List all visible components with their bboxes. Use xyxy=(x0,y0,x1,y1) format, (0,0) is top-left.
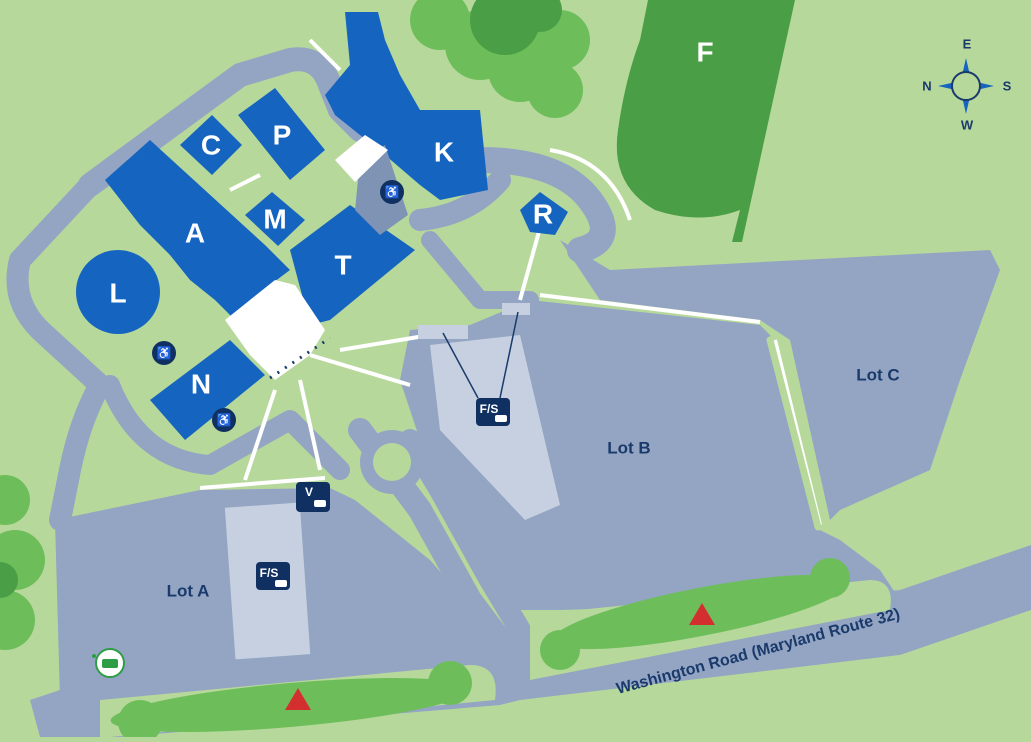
accessible-parking-icon: ♿ xyxy=(380,180,404,204)
lot-a-label: Lot A xyxy=(167,582,210,601)
compass-rose: E W N S xyxy=(922,37,1011,133)
building-label-m: M xyxy=(263,204,286,235)
svg-text:♿: ♿ xyxy=(385,185,400,199)
lot-b-label: Lot B xyxy=(607,439,650,458)
faculty-staff-parking-icon: F/S xyxy=(256,562,290,590)
triangle-marker-icon xyxy=(689,603,715,625)
tree-cluster-top xyxy=(410,0,590,118)
lot-c-pavement[interactable] xyxy=(560,240,1000,520)
svg-text:♿: ♿ xyxy=(217,413,232,427)
building-label-t: T xyxy=(334,250,351,281)
building-r[interactable] xyxy=(520,192,568,235)
building-t[interactable] xyxy=(290,205,415,325)
campus-roads xyxy=(6,47,616,652)
accessible-parking-icon: ♿ xyxy=(152,341,176,365)
building-n[interactable] xyxy=(150,340,265,440)
central-plaza xyxy=(225,280,325,380)
buildings xyxy=(76,12,568,440)
lot-c-divider xyxy=(766,336,822,531)
building-label-c: C xyxy=(201,130,221,161)
compass-e: E xyxy=(963,37,972,52)
plaza-near-k xyxy=(335,135,388,182)
visitor-parking-icon: V xyxy=(296,482,330,512)
svg-text:♿: ♿ xyxy=(157,346,172,360)
faculty-staff-parking-icon: F/S xyxy=(476,398,510,426)
compass-w: W xyxy=(961,118,974,133)
tree-cluster-left xyxy=(0,475,45,650)
visitor-label: V xyxy=(305,485,313,499)
building-label-l: L xyxy=(109,278,126,309)
field-label: F xyxy=(696,37,713,68)
lot-b-island xyxy=(430,335,560,520)
building-label-a: A xyxy=(185,218,205,249)
accessible-parking-icon: ♿ xyxy=(212,408,236,432)
fs-label: F/S xyxy=(480,402,499,416)
fs-label: F/S xyxy=(260,566,279,580)
lot-b-dropoff xyxy=(418,325,468,339)
compass-s: S xyxy=(1003,79,1012,94)
building-p[interactable] xyxy=(238,88,325,180)
building-k[interactable] xyxy=(325,12,488,200)
lot-c-label: Lot C xyxy=(856,366,899,385)
ev-charging-icon xyxy=(92,648,125,678)
plaza-steps xyxy=(269,336,331,380)
compass-n: N xyxy=(922,79,931,94)
building-label-r: R xyxy=(533,199,553,230)
building-c[interactable] xyxy=(180,115,242,175)
building-l[interactable] xyxy=(76,250,160,334)
triangle-marker-icon xyxy=(285,688,311,710)
fs-pointer-lines xyxy=(442,311,519,399)
building-label-p: P xyxy=(273,120,292,151)
lot-b-dropoff-small xyxy=(502,303,530,315)
athletic-field[interactable] xyxy=(616,0,795,242)
building-a[interactable] xyxy=(105,140,290,320)
building-m[interactable] xyxy=(245,192,305,246)
roundabout-island xyxy=(373,443,411,481)
building-label-k: K xyxy=(434,137,454,168)
building-label-n: N xyxy=(191,369,211,400)
